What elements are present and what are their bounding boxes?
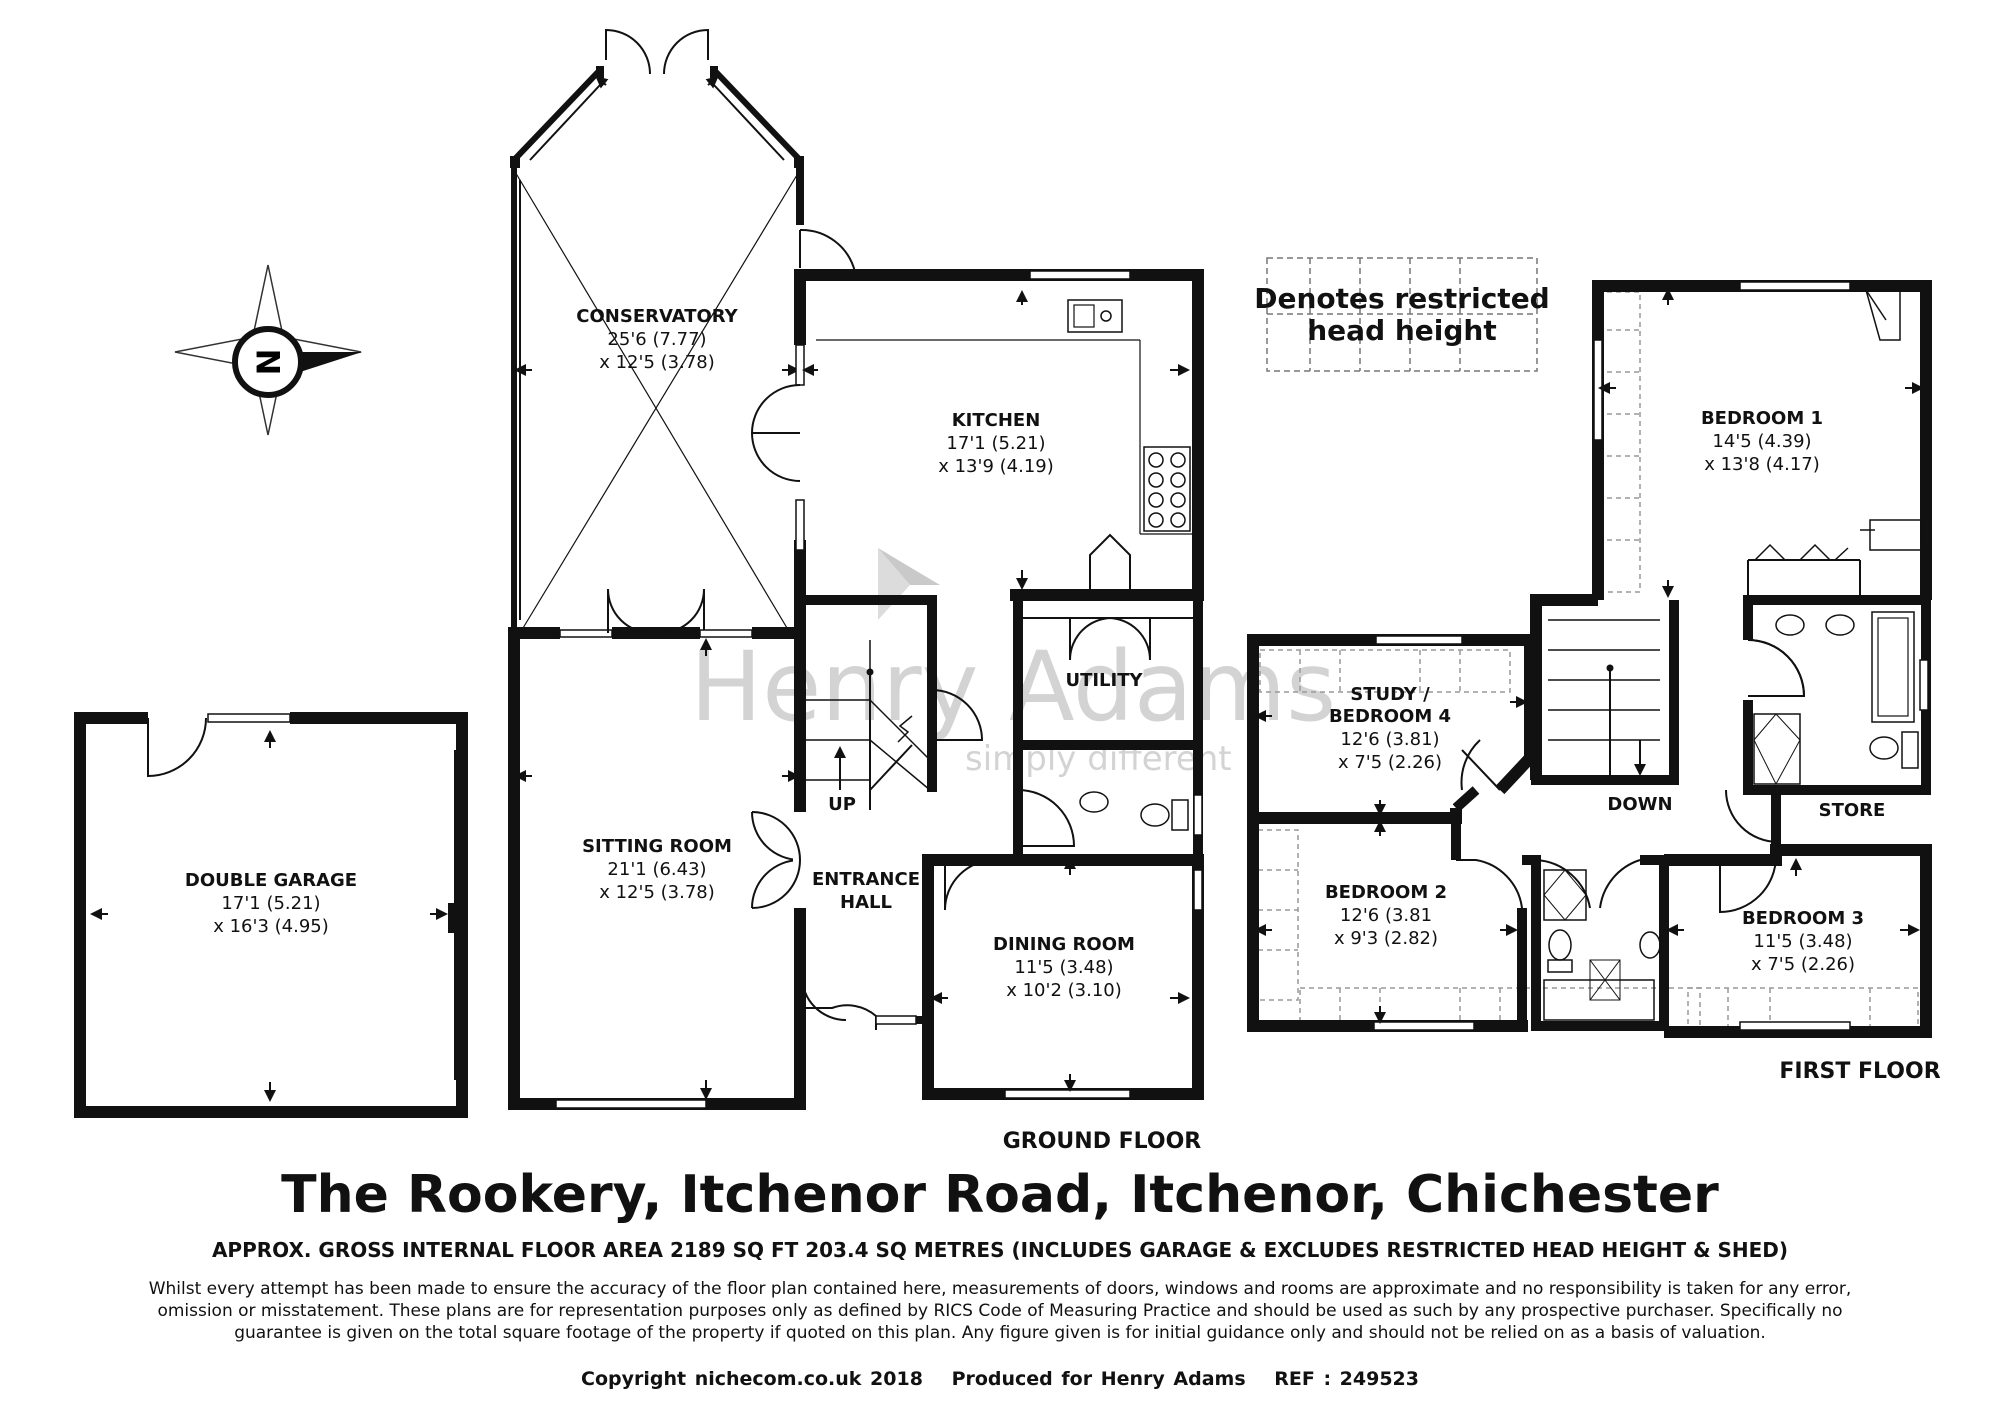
- room-dim-dining-2: x 10'2 (3.10): [1006, 980, 1122, 1001]
- reference: REF : 249523: [1274, 1368, 1419, 1390]
- legend-line-2: head height: [1307, 314, 1497, 347]
- room-dim-study-1: 12'6 (3.81): [1340, 729, 1439, 750]
- disclaimer-line: Whilst every attempt has been made to en…: [148, 1279, 1852, 1299]
- room-dim-bedroom3-1: 11'5 (3.48): [1753, 931, 1852, 952]
- compass-letter: N: [250, 349, 288, 376]
- room-labels: CONSERVATORY 25'6 (7.77) x 12'5 (3.78) K…: [185, 306, 1885, 1001]
- floor-area: APPROX. GROSS INTERNAL FLOOR AREA 2189 S…: [211, 1238, 1789, 1262]
- room-name-bedroom1: BEDROOM 1: [1701, 408, 1823, 429]
- room-name-sitting: SITTING ROOM: [582, 836, 732, 857]
- floor-label-first: FIRST FLOOR: [1779, 1059, 1940, 1084]
- room-dim-conservatory-1: 25'6 (7.77): [607, 329, 706, 350]
- room-name-hall-2: HALL: [840, 892, 892, 913]
- room-dim-bedroom2-1: 12'6 (3.81: [1340, 905, 1432, 926]
- room-name-bedroom3: BEDROOM 3: [1742, 908, 1864, 929]
- produced-for: Produced for Henry Adams: [951, 1368, 1246, 1390]
- room-name-conservatory: CONSERVATORY: [576, 306, 738, 327]
- disclaimer: Whilst every attempt has been made to en…: [50, 1278, 1950, 1344]
- room-dim-dining-1: 11'5 (3.48): [1014, 957, 1113, 978]
- stairs-down-label: DOWN: [1607, 794, 1672, 815]
- footer: The Rookery, Itchenor Road, Itchenor, Ch…: [0, 1160, 2000, 1390]
- disclaimer-line: omission or misstatement. These plans ar…: [157, 1301, 1843, 1321]
- floor-plan-drawing: Henry Adams simply different N Denotes r…: [74, 28, 1941, 1154]
- room-dim-sitting-1: 21'1 (6.43): [607, 859, 706, 880]
- legend-line-1: Denotes restricted: [1254, 282, 1549, 315]
- room-dim-garage-2: x 16'3 (4.95): [213, 916, 329, 937]
- room-dim-kitchen-2: x 13'9 (4.19): [938, 456, 1054, 477]
- stairs-up-label: UP: [828, 794, 856, 815]
- room-name-hall-1: ENTRANCE: [812, 869, 920, 890]
- copyright: Copyright nichecom.co.uk 2018 Produced f…: [0, 1368, 2000, 1390]
- garage: [74, 712, 468, 1118]
- room-dim-bedroom1-1: 14'5 (4.39): [1712, 431, 1811, 452]
- compass-pointer-icon: [300, 352, 362, 372]
- first-floor-walls: [1247, 280, 1932, 1038]
- room-dim-sitting-2: x 12'5 (3.78): [599, 882, 715, 903]
- room-dim-study-2: x 7'5 (2.26): [1338, 752, 1442, 773]
- room-name-study-1: STUDY /: [1350, 684, 1430, 705]
- room-dim-bedroom2-2: x 9'3 (2.82): [1334, 928, 1438, 949]
- disclaimer-line: guarantee is given on the total square f…: [234, 1323, 1766, 1343]
- room-name-dining: DINING ROOM: [993, 934, 1135, 955]
- room-dim-garage-1: 17'1 (5.21): [221, 893, 320, 914]
- legend: Denotes restricted head height: [1254, 257, 1550, 372]
- copyright-text: Copyright nichecom.co.uk 2018: [581, 1368, 923, 1390]
- room-name-utility: UTILITY: [1065, 670, 1143, 691]
- room-name-store: STORE: [1819, 800, 1886, 821]
- room-dim-bedroom3-2: x 7'5 (2.26): [1751, 954, 1855, 975]
- property-title: The Rookery, Itchenor Road, Itchenor, Ch…: [281, 1165, 1719, 1225]
- room-name-study-2: BEDROOM 4: [1329, 706, 1451, 727]
- room-name-kitchen: KITCHEN: [952, 410, 1041, 431]
- room-dim-kitchen-1: 17'1 (5.21): [946, 433, 1045, 454]
- floor-label-ground: GROUND FLOOR: [1003, 1129, 1202, 1154]
- conservatory: [510, 28, 856, 634]
- ground-floor-walls: [508, 269, 1204, 1110]
- room-dim-conservatory-2: x 12'5 (3.78): [599, 352, 715, 373]
- room-name-garage: DOUBLE GARAGE: [185, 870, 357, 891]
- room-name-bedroom2: BEDROOM 2: [1325, 882, 1447, 903]
- compass: N: [174, 264, 362, 436]
- room-dim-bedroom1-2: x 13'8 (4.17): [1704, 454, 1820, 475]
